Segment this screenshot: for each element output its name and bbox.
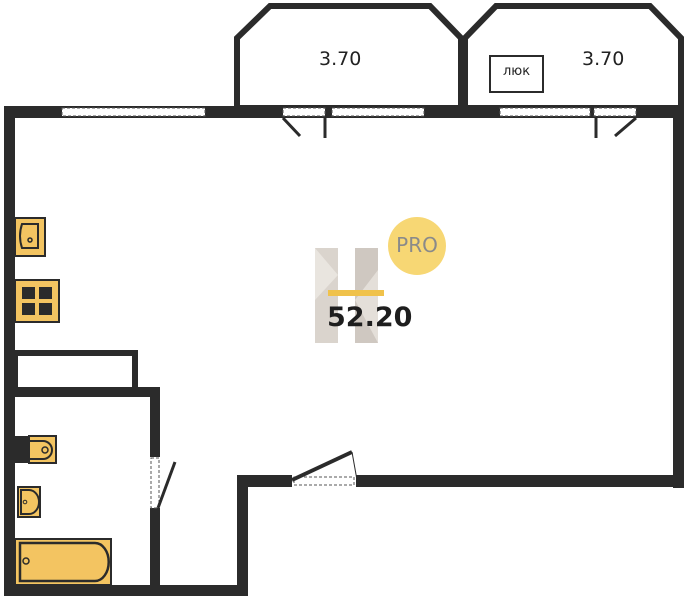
entrance-door-leaf[interactable] (291, 450, 353, 482)
bathroom-door-threshold (150, 457, 160, 509)
pro-badge (388, 217, 446, 275)
closet (12, 350, 138, 393)
hatch-label: люк (502, 64, 531, 79)
hatch-box (489, 55, 544, 93)
wall-bottom (4, 585, 248, 596)
balcony-door-2 (593, 107, 637, 117)
wall-left (4, 106, 15, 596)
bathroom-sink-icon (17, 486, 41, 518)
bathroom-wall-top (4, 387, 160, 397)
entrance-door-arc (351, 451, 358, 481)
wall-corridor (237, 475, 248, 596)
door-swing-2 (594, 116, 637, 138)
wall-right (673, 106, 684, 488)
bathtub-icon (14, 538, 112, 586)
logo-bar (328, 290, 384, 296)
toilet-icon (15, 435, 57, 464)
bathroom-wall-right-upper (150, 387, 160, 457)
entrance-threshold (293, 476, 355, 486)
window-2 (331, 107, 425, 117)
window-1 (61, 107, 206, 117)
door-swing-1 (281, 116, 327, 138)
main-area: 52.20 (327, 302, 413, 333)
balcony-left-area: 3.70 (319, 48, 362, 70)
pro-badge-label: PRO (396, 233, 438, 257)
bathroom-door-leaf[interactable] (156, 461, 177, 509)
window-3 (499, 107, 591, 117)
stove-icon (14, 279, 60, 323)
bathroom-wall-right-lower (150, 508, 160, 596)
balcony-door-1 (282, 107, 326, 117)
balcony-right-area: 3.70 (582, 48, 625, 70)
kitchen-sink-icon (14, 217, 46, 257)
